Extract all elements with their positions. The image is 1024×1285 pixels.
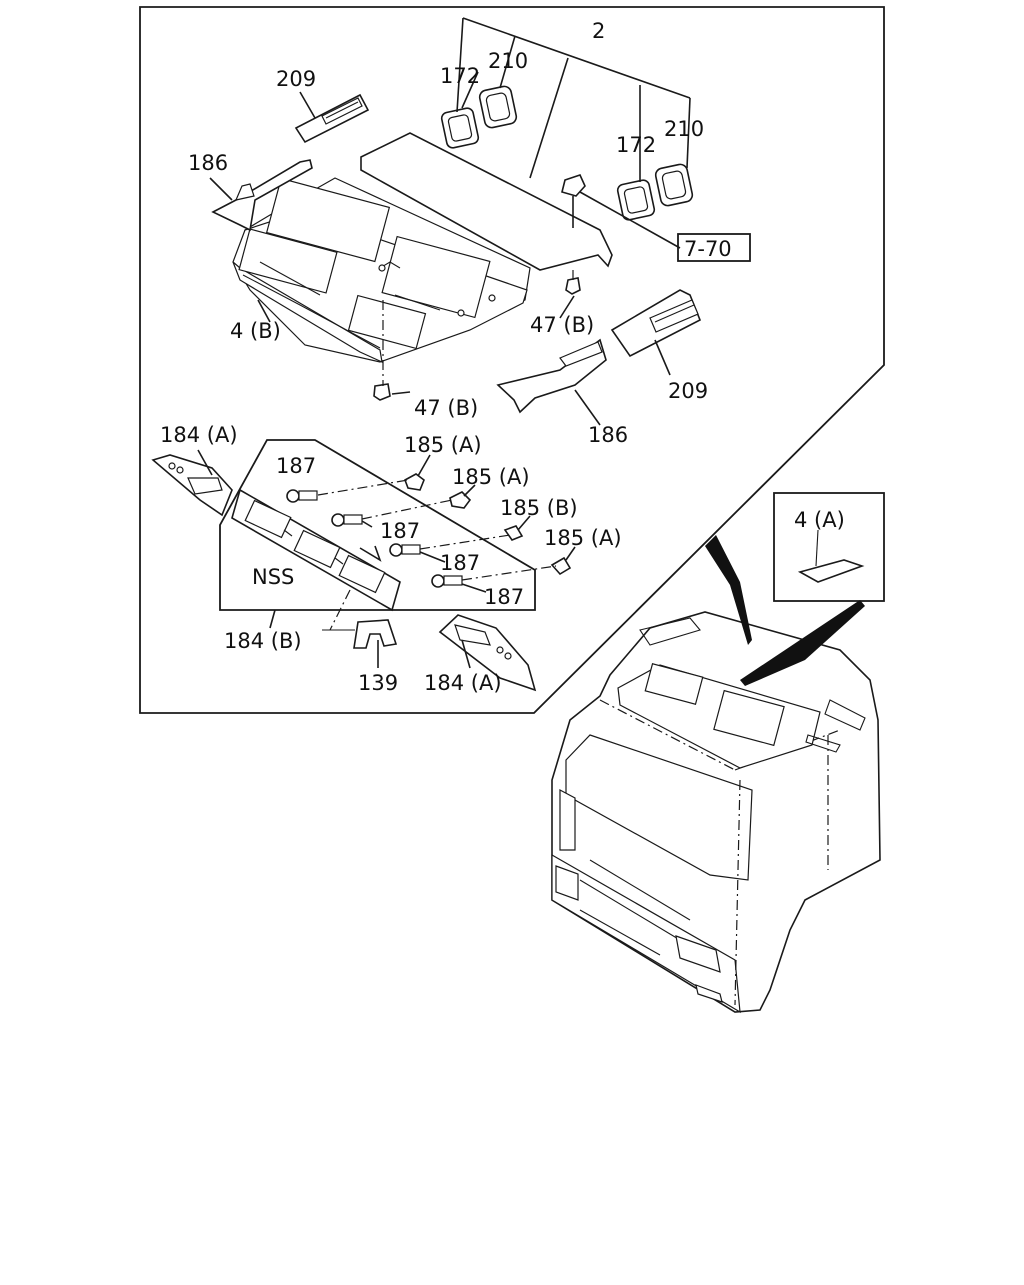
console-dash-lines bbox=[317, 479, 557, 631]
label-nut-4: 185 (A) bbox=[544, 526, 622, 550]
label-nut-3: 185 (B) bbox=[500, 496, 578, 520]
nut-1 bbox=[404, 473, 425, 491]
console-center bbox=[231, 488, 401, 612]
label-trim-right-lower: 209 bbox=[668, 379, 708, 403]
label-screw-1: 187 bbox=[276, 454, 316, 478]
headlining-panel bbox=[232, 132, 613, 364]
label-inset: 4 (A) bbox=[794, 508, 845, 532]
label-nut-1: 185 (A) bbox=[404, 433, 482, 457]
label-trim-left-upper: 209 bbox=[276, 67, 316, 91]
label-console-end-left: 184 (A) bbox=[160, 423, 238, 447]
sunvisor-left bbox=[440, 85, 518, 149]
label-screw-3: 187 bbox=[440, 551, 480, 575]
inset-part bbox=[797, 529, 865, 583]
pillar-right-lower bbox=[496, 338, 607, 414]
cab-illustration bbox=[551, 611, 881, 1014]
label-clip-upper: 47 (B) bbox=[530, 313, 594, 337]
label-headlining: 4 (B) bbox=[230, 319, 281, 343]
screw-1 bbox=[286, 489, 318, 503]
nut-2 bbox=[449, 491, 472, 509]
label-clip-lower: 47 (B) bbox=[414, 396, 478, 420]
label-bezel-left: 210 bbox=[488, 49, 528, 73]
console-end-right bbox=[438, 614, 537, 692]
inset-box bbox=[773, 492, 885, 602]
label-console-center: 184 (B) bbox=[224, 629, 302, 653]
label-screw-2: 187 bbox=[380, 519, 420, 543]
label-sunvisor-right: 172 bbox=[616, 133, 656, 157]
label-pillar-right-lower: 186 bbox=[588, 423, 628, 447]
screw-4 bbox=[431, 574, 463, 588]
nut-4 bbox=[550, 556, 572, 576]
label-pillar-left-upper: 186 bbox=[188, 151, 228, 175]
screw-3 bbox=[389, 543, 421, 557]
label-bracket: 139 bbox=[358, 671, 398, 695]
bracket-139 bbox=[322, 619, 398, 649]
label-nss-note: NSS bbox=[252, 565, 294, 589]
label-roof-assembly: 2 bbox=[592, 19, 605, 43]
sunvisor-right bbox=[616, 163, 694, 221]
trim-right-lower bbox=[610, 289, 702, 358]
label-screw-4: 187 bbox=[484, 585, 524, 609]
upper-leader-lines bbox=[209, 91, 671, 426]
pillar-left-upper bbox=[211, 159, 313, 232]
labels: 2 172 210 172 210 7-70 209 209 186 186 4… bbox=[160, 19, 845, 695]
roof-leader-lines bbox=[456, 17, 691, 249]
screw-2 bbox=[331, 513, 363, 527]
clip-upper bbox=[565, 270, 581, 295]
console-leader-lines bbox=[197, 449, 576, 669]
ref-box bbox=[677, 233, 751, 262]
label-ref-box: 7-70 bbox=[684, 237, 732, 261]
label-sunvisor-left: 172 bbox=[440, 64, 480, 88]
mount-bracket bbox=[561, 174, 586, 197]
label-bezel-right: 210 bbox=[664, 117, 704, 141]
clip-lower bbox=[373, 300, 391, 401]
pointer-arrows bbox=[705, 535, 865, 686]
console-frame bbox=[219, 439, 536, 611]
main-frame bbox=[139, 6, 885, 714]
label-nut-2: 185 (A) bbox=[452, 465, 530, 489]
label-console-end-right: 184 (A) bbox=[424, 671, 502, 695]
trim-left-upper bbox=[294, 93, 370, 144]
console-end-left bbox=[151, 454, 233, 517]
